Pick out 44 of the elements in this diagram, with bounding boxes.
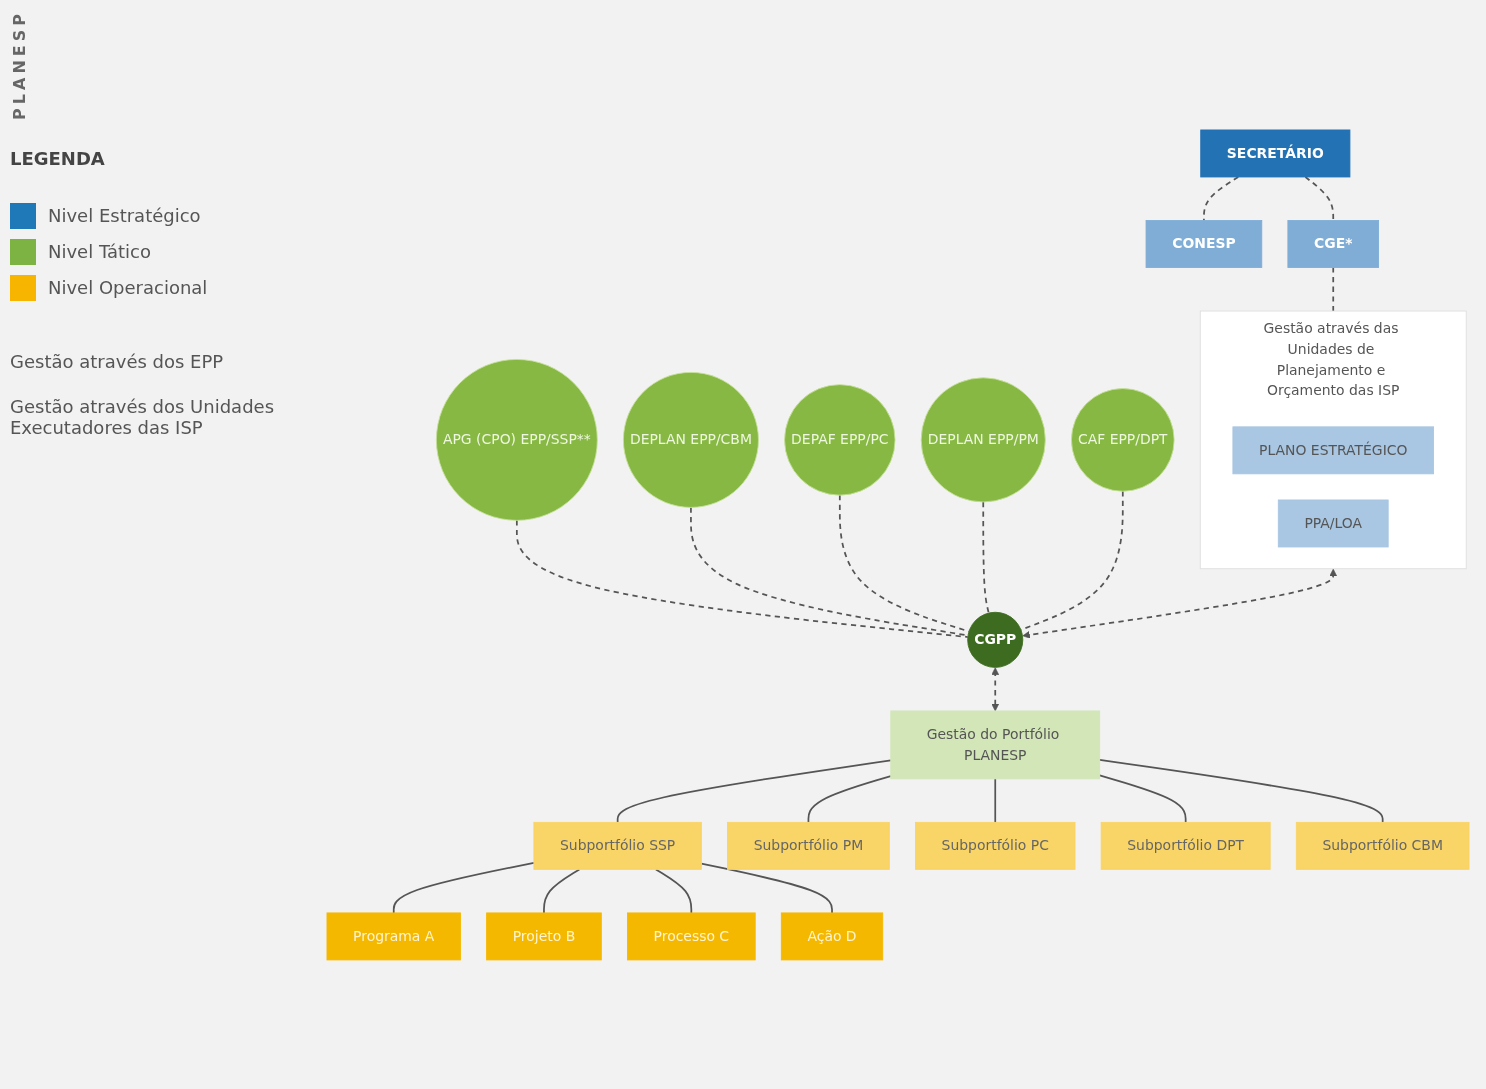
node-box: Subportfólio PM bbox=[727, 821, 890, 870]
node-box: Programa A bbox=[326, 912, 461, 960]
legend-heading: LEGENDA bbox=[10, 147, 105, 169]
node-box: Ação D bbox=[780, 912, 884, 960]
connector bbox=[1098, 758, 1384, 823]
node-box: Subportfólio CBM bbox=[1295, 821, 1470, 870]
connector bbox=[515, 519, 969, 638]
side-note: Gestão através dos Unidades Executadores das ISP bbox=[10, 395, 276, 438]
node-box: Subportfólio DPT bbox=[1100, 821, 1271, 870]
connector bbox=[1332, 266, 1335, 312]
node-circle: DEPLAN EPP/PM bbox=[920, 376, 1046, 502]
node-circle: CAF EPP/DPT bbox=[1071, 387, 1175, 492]
arrow bbox=[991, 666, 1000, 711]
connector bbox=[616, 759, 892, 823]
side-note: Gestão através dos EPP bbox=[10, 350, 224, 372]
connector bbox=[392, 861, 535, 914]
node-circle: APG (CPO) EPP/SSP** bbox=[435, 358, 598, 521]
connector bbox=[1304, 175, 1335, 221]
connector bbox=[700, 862, 833, 914]
node-box: Subportfólio PC bbox=[915, 821, 1076, 870]
node-box: PPA/LOA bbox=[1277, 499, 1389, 547]
legend-label: Nivel Tático bbox=[48, 241, 151, 263]
connector bbox=[1203, 175, 1240, 221]
node-circle: DEPLAN EPP/CBM bbox=[622, 371, 759, 508]
node-box: CGE* bbox=[1287, 219, 1379, 268]
node-circle: DEPAF EPP/PC bbox=[784, 383, 896, 496]
node-box: PLANO ESTRATÉGICO bbox=[1232, 425, 1434, 474]
legend-label: Nivel Operacional bbox=[48, 277, 208, 299]
legend-label: Nivel Estratégico bbox=[48, 205, 201, 227]
node-box: Processo C bbox=[627, 912, 756, 960]
node-box: Projeto B bbox=[486, 912, 602, 960]
node-box: SECRETÁRIO bbox=[1200, 129, 1351, 177]
connector bbox=[982, 500, 990, 614]
node-circle: CGPP bbox=[967, 611, 1024, 668]
connector bbox=[994, 777, 997, 823]
connector bbox=[807, 774, 892, 823]
node-box: CONESP bbox=[1145, 219, 1263, 268]
vertical-label: PLANESP bbox=[10, 10, 29, 120]
node-box: Gestão do Portfólio PLANESP bbox=[890, 710, 1101, 779]
connector bbox=[655, 868, 693, 914]
connector bbox=[543, 868, 581, 914]
arrow bbox=[1022, 568, 1338, 639]
node-box: Subportfólio SSP bbox=[533, 821, 702, 870]
connector bbox=[1098, 774, 1187, 823]
